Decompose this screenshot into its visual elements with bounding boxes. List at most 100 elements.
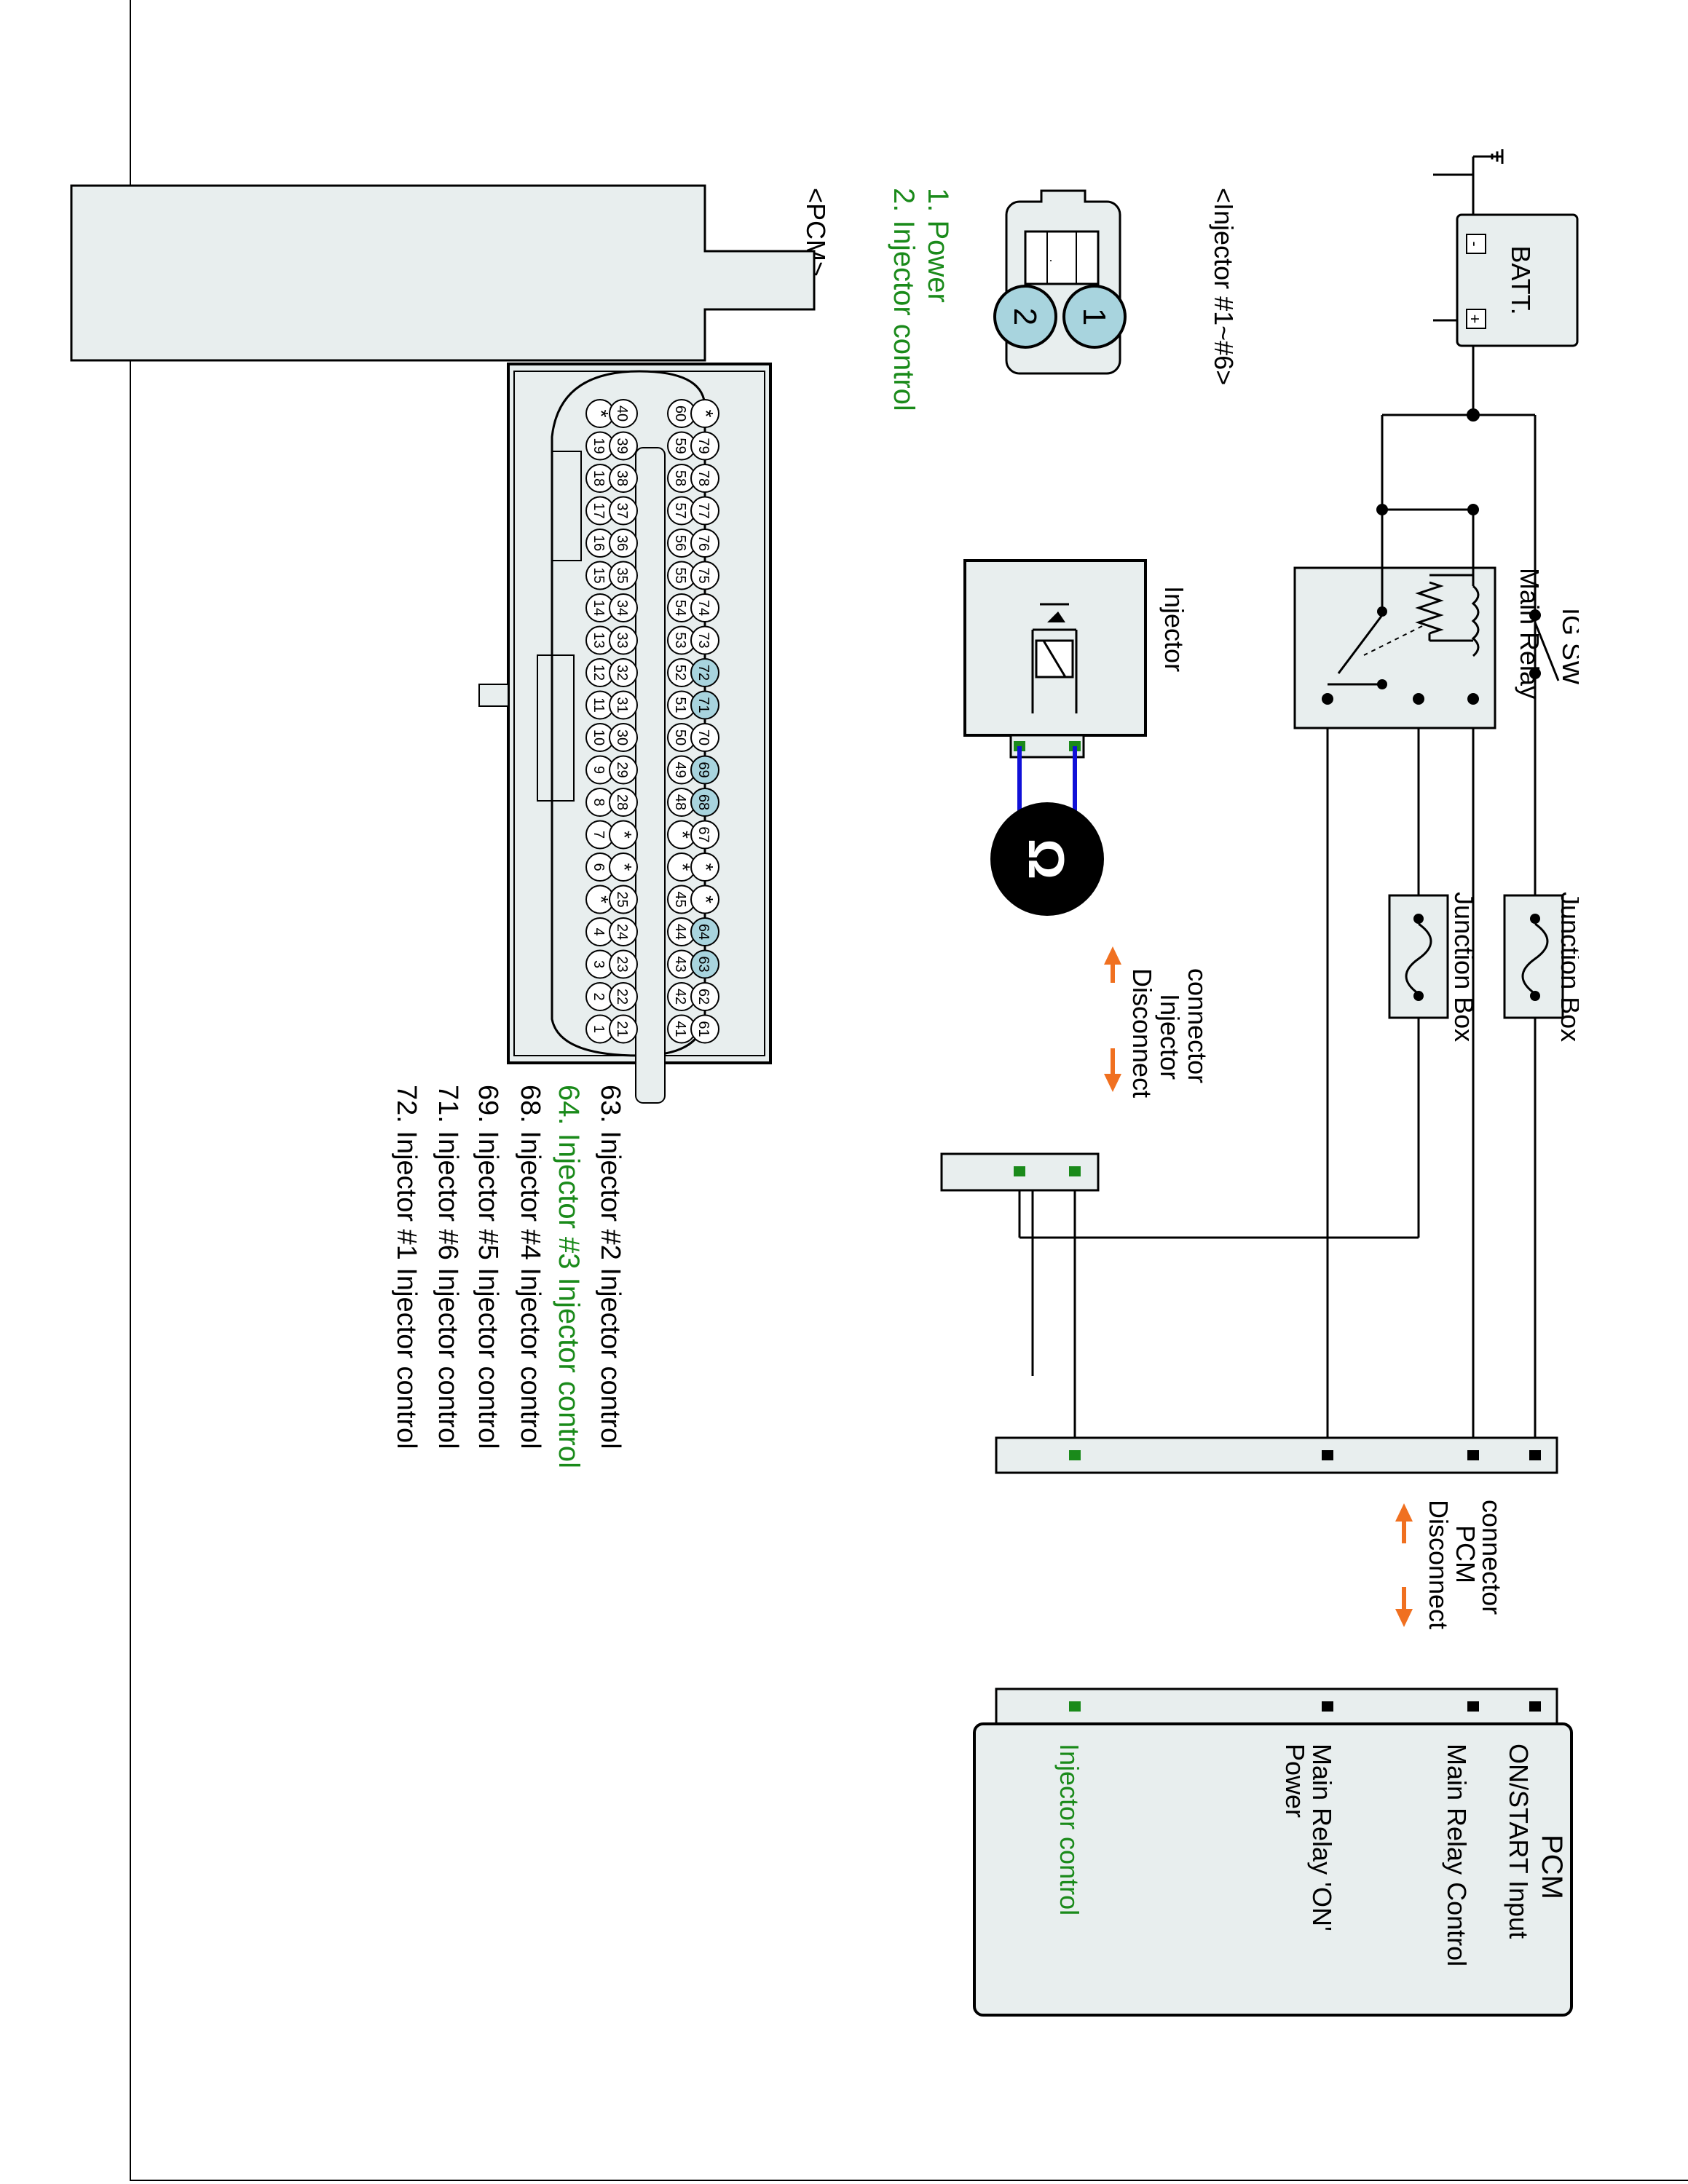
injector-component: Injector — [963, 559, 1189, 759]
pcm-pin-label: 77 — [695, 502, 711, 518]
pcm-connector-face: <PCM> *191817161514131211109876*43214039… — [70, 184, 831, 1104]
pcm-pin — [690, 561, 719, 590]
pcm-pin-label: 21 — [614, 1021, 630, 1037]
pcm-pin-label: 79 — [695, 438, 711, 454]
pcm-pin — [690, 982, 719, 1011]
pcm-pin-label: 44 — [672, 924, 688, 940]
page-frame — [130, 0, 1688, 2181]
pcm-pin-label: 3 — [591, 960, 607, 968]
injector-disconnect-line3: connector — [1183, 968, 1212, 1083]
pin-list-72: 72. Injector #1 Injector control — [391, 1085, 422, 1449]
pin-list-69: 69. Injector #5 Injector control — [473, 1085, 503, 1449]
pcm-pin — [609, 593, 638, 622]
injector-label: Injector — [1159, 586, 1189, 672]
battery-label: BATT. — [1506, 245, 1536, 314]
injector-legend-2: 2. Injector control — [888, 188, 920, 411]
pcm-pin-label: 28 — [614, 794, 630, 810]
pcm-pin-label: 73 — [695, 632, 711, 648]
pcm-pin-label: * — [671, 831, 694, 839]
pcm-pin-label: 30 — [614, 729, 630, 745]
pin-list-71: 71. Injector #6 Injector control — [433, 1085, 463, 1449]
pcm-terminal-main-relay-on: Main Relay 'ON' — [1307, 1744, 1337, 1931]
pcm-pin — [690, 788, 719, 817]
main-relay: Main Relay — [1293, 408, 1545, 729]
junction-box-injector: Junction Box — [1388, 892, 1479, 1042]
pcm-pin — [609, 852, 638, 882]
pcm-terminal-main-relay-control: Main Relay Control — [1442, 1744, 1472, 1966]
pcm-disconnect-line2: PCM — [1451, 1525, 1480, 1583]
pcm-pin — [609, 496, 638, 526]
pcm-pin — [609, 982, 638, 1011]
junction-box-injector-label: Junction Box — [1449, 892, 1479, 1042]
pcm-pin-label: 69 — [695, 761, 711, 778]
pcm-harness-connector — [995, 728, 1558, 1474]
pcm-pin-label: 34 — [614, 600, 630, 616]
pcm-pin — [690, 464, 719, 493]
pcm-pin — [609, 723, 638, 752]
pcm-pin — [609, 690, 638, 720]
pcm-pin — [690, 755, 719, 785]
pcm-terminal-power: Power — [1280, 1744, 1310, 1818]
pcm-pin-label: 37 — [614, 502, 630, 518]
pcm-terminal-on-start: ON/START Input — [1504, 1744, 1534, 1939]
pcm-pin — [609, 399, 638, 428]
pcm-pin-label: 53 — [672, 632, 688, 648]
pcm-pin-label: 12 — [591, 665, 607, 681]
pcm-pin-label: 23 — [614, 956, 630, 972]
pcm-pin-label: 22 — [614, 989, 630, 1005]
pcm-pin-label: 78 — [695, 470, 711, 486]
pcm-pin-grid: *191817161514131211109876*43214039383736… — [585, 399, 719, 1044]
pcm-pin-label: 31 — [614, 697, 630, 713]
pcm-block: PCM ON/START Input Main Relay Control Ma… — [973, 1688, 1573, 2017]
battery-minus: - — [1466, 241, 1484, 246]
pcm-pin-label: * — [695, 410, 717, 418]
pcm-pin — [690, 625, 719, 655]
pcm-pin-list: 63. Injector #2 Injector control 64. Inj… — [391, 1085, 626, 1468]
ohm-symbol: Ω — [1018, 839, 1075, 879]
arrow-left-icon — [1395, 1503, 1413, 1522]
pcm-disconnect-note: Disconnect PCM connector — [1395, 1500, 1507, 1629]
pcm-pin-label: 67 — [695, 826, 711, 842]
injector-legend-1: 1. Power — [922, 188, 954, 303]
pcm-pin — [609, 561, 638, 590]
pcm-disconnect-line1: Disconnect — [1424, 1500, 1454, 1629]
pcm-pin-label: 4 — [591, 927, 607, 935]
arrow-right-icon — [1395, 1609, 1413, 1627]
pcm-pin-label: * — [590, 410, 612, 418]
pcm-pin-label: 43 — [672, 956, 688, 972]
pcm-pin-label: 15 — [591, 567, 607, 583]
pcm-pin-label: 50 — [672, 729, 688, 745]
pcm-pin-label: 35 — [614, 567, 630, 583]
pin-list-68: 68. Injector #4 Injector control — [515, 1085, 545, 1449]
pcm-pin-label: 1 — [591, 1025, 607, 1033]
pcm-pin-label: 13 — [591, 632, 607, 648]
pcm-pin-label: 40 — [614, 405, 630, 422]
pcm-pin-label: 52 — [672, 665, 688, 681]
pcm-pin-label: 70 — [695, 729, 711, 745]
pcm-pin — [690, 529, 719, 558]
pcm-pin-label: 33 — [614, 632, 630, 648]
pcm-pin-label: 2 — [591, 992, 607, 1000]
injector-connector-title: <Injector #1~#6> — [1209, 188, 1239, 385]
battery: BATT. - + — [1456, 149, 1579, 347]
pcm-pin-label: 56 — [672, 535, 688, 551]
pcm-pin-label: 38 — [614, 470, 630, 486]
pcm-pin-label: 72 — [695, 665, 711, 681]
pcm-pin — [690, 723, 719, 752]
rotated-diagram: BATT. - + IG SW Main Relay — [20, 0, 1587, 2184]
injector-harness-connector — [940, 1152, 1328, 1438]
pcm-pin-label: 62 — [695, 989, 711, 1005]
fuse-icon — [1521, 922, 1549, 995]
pcm-pin — [690, 593, 719, 622]
pcm-pin-label: 63 — [695, 956, 711, 972]
arrow-right-icon — [1104, 1074, 1121, 1092]
pcm-pin-label: 18 — [591, 470, 607, 486]
pcm-terminal-injector-control: Injector control — [1054, 1744, 1084, 1915]
pcm-pin-label: 7 — [591, 831, 607, 839]
pin-list-64: 64. Injector #3 Injector control — [553, 1085, 585, 1468]
pcm-pin-label: 36 — [614, 535, 630, 551]
relay-resistor — [1415, 581, 1444, 635]
ig-switch-label: IG SW — [1557, 608, 1579, 685]
pcm-pin-label: 71 — [695, 697, 711, 713]
pcm-pin — [609, 820, 638, 850]
